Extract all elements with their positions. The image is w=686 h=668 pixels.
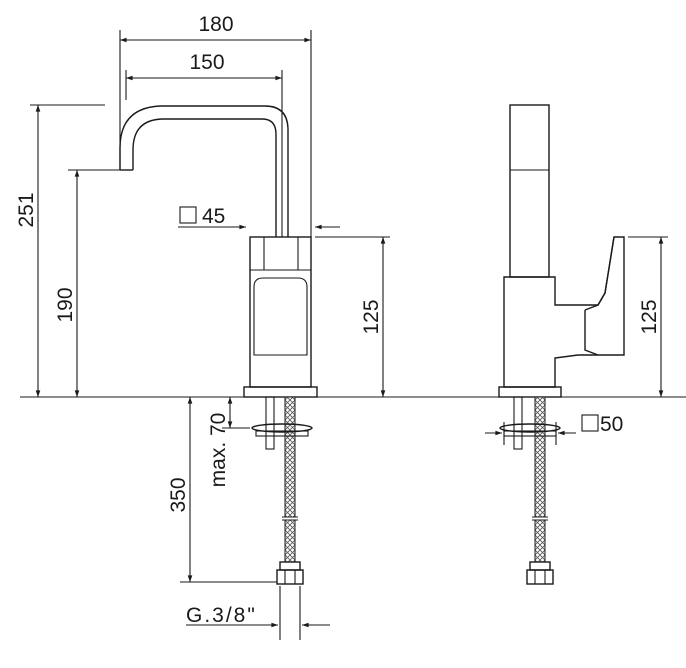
dim-spout-reach-inner: 150 (125, 51, 283, 237)
dim-body-square: 45 (178, 205, 340, 230)
dim-outlet-height: 190 (54, 169, 120, 397)
dim-hose-length: 350 (167, 397, 277, 583)
dim-label-max70: max. 70 (207, 413, 230, 488)
side-fitting (529, 561, 551, 571)
side-hose (534, 396, 546, 518)
front-hose-lower (284, 519, 296, 563)
side-view (498, 104, 625, 585)
front-mount-rod (265, 396, 275, 450)
front-flange (251, 423, 313, 433)
dim-label-125-side: 125 (638, 299, 661, 334)
dim-label-251: 251 (15, 192, 38, 227)
dim-label-thread: G.3/8" (186, 604, 257, 627)
side-mount-rod (513, 396, 523, 450)
dim-base-square: 50 (485, 413, 623, 445)
dim-thread-size: G.3/8" (186, 586, 330, 640)
front-hose (284, 396, 296, 518)
dim-label-180: 180 (198, 13, 233, 36)
front-view (119, 105, 318, 585)
square-icon (179, 206, 197, 224)
dim-label-50: 50 (600, 413, 623, 436)
dim-body-height-front: 125 (315, 236, 390, 397)
square-icon (581, 414, 599, 432)
dim-label-190: 190 (54, 287, 77, 322)
dim-label-150: 150 (189, 51, 224, 74)
front-spout (119, 105, 289, 237)
dim-spout-reach-outer: 180 (119, 13, 312, 237)
front-spout-inner (132, 118, 277, 237)
side-flange (499, 423, 561, 433)
side-spout (509, 104, 550, 278)
front-base (243, 386, 318, 398)
side-lever (584, 236, 615, 356)
dim-total-height: 251 (15, 104, 105, 397)
front-fitting (279, 561, 301, 571)
dim-label-350: 350 (167, 477, 190, 512)
side-base (498, 386, 562, 398)
dim-label-45: 45 (202, 205, 225, 228)
dim-label-125-front: 125 (360, 299, 383, 334)
dim-body-height-side: 125 (628, 236, 668, 397)
front-body (249, 236, 312, 388)
dim-mount-thickness: max. 70 (207, 397, 250, 487)
side-body (503, 236, 625, 388)
